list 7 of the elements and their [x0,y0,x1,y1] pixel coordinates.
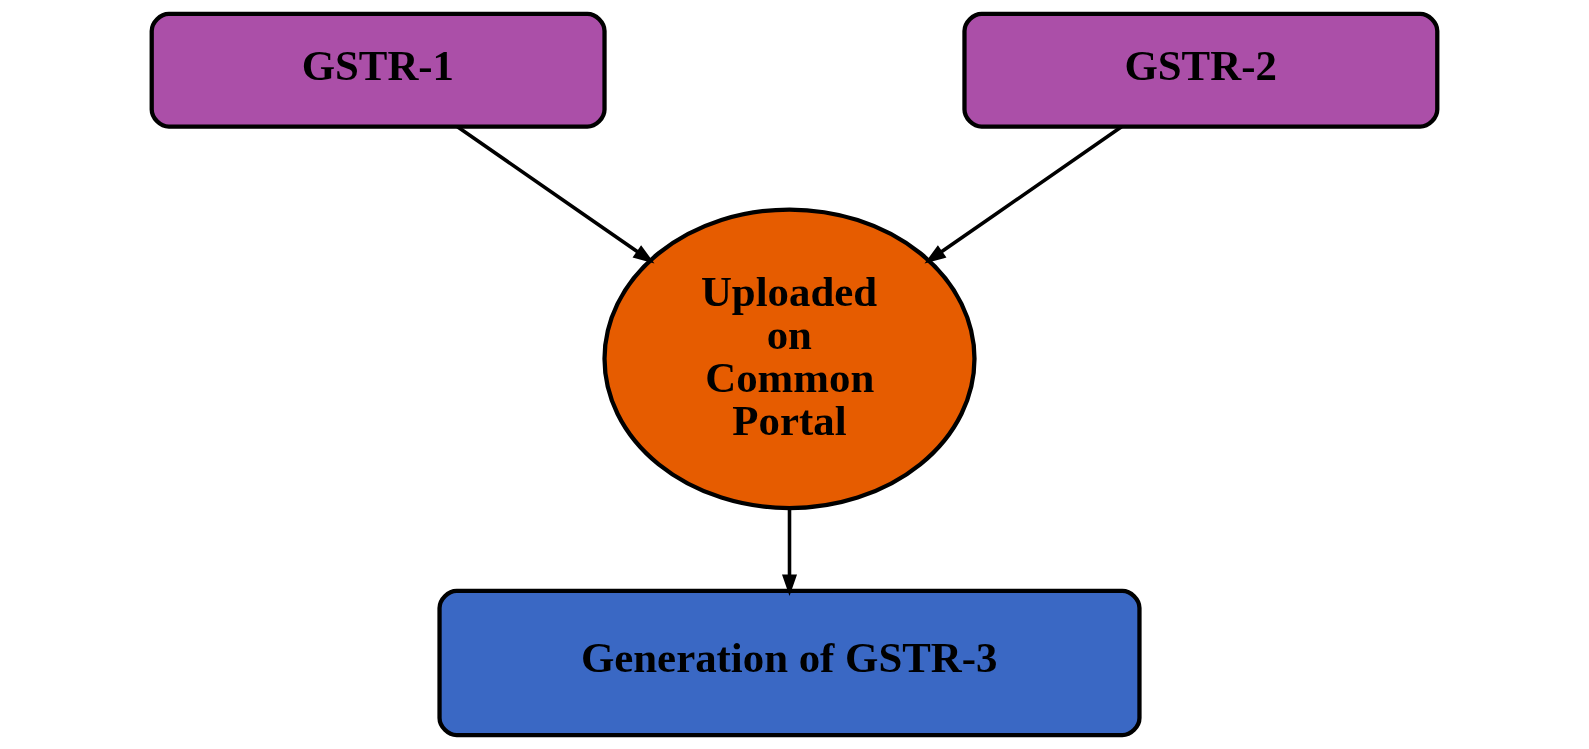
node-ellipse: Uploaded on Common Portal [602,207,977,511]
node-box: GSTR-2 [962,11,1440,129]
arrow [924,125,1123,264]
node-box: Generation of GSTR-3 [437,588,1142,738]
arrow [782,508,797,597]
node-box: GSTR-1 [149,11,607,129]
arrow [456,125,655,264]
